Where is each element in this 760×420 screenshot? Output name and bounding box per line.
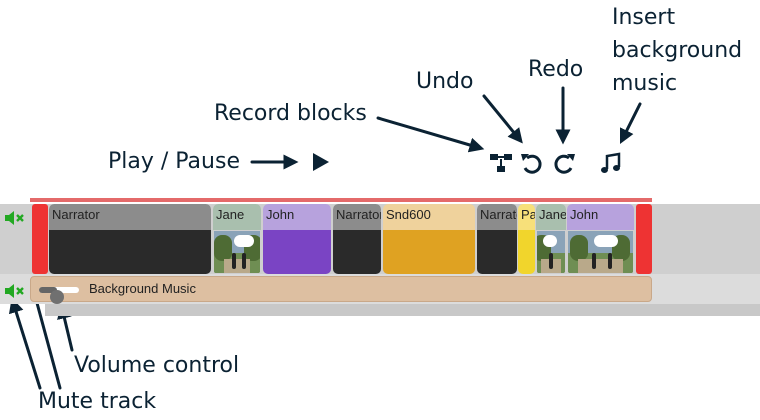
volume-slider[interactable] [39, 287, 79, 304]
record-blocks-icon [490, 154, 512, 172]
speaker-mute-icon [5, 284, 24, 298]
block-john[interactable]: John [263, 204, 331, 274]
timeline-scrollbar[interactable] [45, 304, 760, 316]
redo-icon [554, 154, 575, 174]
block-scene-jane[interactable]: Jane [213, 204, 261, 274]
block-label: John [263, 204, 331, 230]
play-icon [313, 153, 329, 171]
background-music-block[interactable]: Background Music [30, 276, 652, 304]
block-narrator[interactable]: Narrator [477, 204, 517, 274]
annotation-play-pause: Play / Pause [108, 149, 240, 174]
block-narrator[interactable]: Narrator [49, 204, 211, 274]
audio-waveform [383, 230, 475, 274]
play-pause-button[interactable] [306, 149, 332, 175]
block-pause[interactable]: Pause [518, 204, 535, 274]
mute-scene-track-button[interactable] [4, 209, 26, 227]
timeline-end-marker[interactable] [636, 204, 652, 274]
block-scene-jane[interactable]: Jane [536, 204, 566, 274]
playhead-range [30, 198, 652, 202]
music-note-icon [601, 152, 621, 173]
block-label: John [567, 204, 634, 230]
mute-music-track-button[interactable] [4, 282, 26, 300]
undo-icon [521, 154, 542, 174]
annotation-insert-music-1: Insert [612, 5, 676, 30]
audio-waveform [477, 230, 517, 274]
scene-thumbnail [536, 230, 566, 274]
block-label: Narrator [333, 204, 381, 230]
audio-waveform [49, 230, 211, 274]
annotation-insert-music-2: background [612, 38, 743, 63]
annotation-volume-control: Volume control [74, 353, 240, 378]
block-narrator[interactable]: Narrator [333, 204, 381, 274]
block-label: Snd600 [383, 204, 475, 230]
background-music-label: Background Music [89, 281, 196, 296]
volume-slider-knob[interactable] [50, 290, 64, 304]
block-label: Narrator [49, 204, 211, 230]
annotation-insert-music-3: music [612, 71, 678, 96]
timeline: Narrator Jane John Narrator Snd600 Nar [0, 198, 760, 323]
annotation-redo: Redo [528, 57, 584, 82]
speaker-mute-icon [5, 211, 24, 225]
annotation-undo: Undo [416, 69, 474, 94]
undo-button[interactable] [518, 150, 544, 176]
block-label: Narrator [477, 204, 517, 230]
volume-slider-fill [39, 287, 57, 293]
block-snd600[interactable]: Snd600 [383, 204, 475, 274]
block-label: Pause [518, 204, 535, 230]
timeline-start-marker[interactable] [32, 204, 48, 274]
insert-background-music-button[interactable] [598, 150, 624, 176]
scene-thumbnail [213, 230, 261, 274]
pause-block-body [518, 230, 535, 274]
annotation-record-blocks: Record blocks [214, 101, 367, 126]
block-scene-john[interactable]: John [567, 204, 634, 274]
annotation-mute-track: Mute track [38, 389, 157, 414]
scene-thumbnail [567, 230, 634, 274]
audio-waveform [333, 230, 381, 274]
audio-waveform [263, 230, 331, 274]
redo-button[interactable] [552, 150, 578, 176]
block-label: Jane [213, 204, 261, 230]
record-blocks-button[interactable] [488, 150, 514, 176]
block-label: Jane [536, 204, 566, 230]
